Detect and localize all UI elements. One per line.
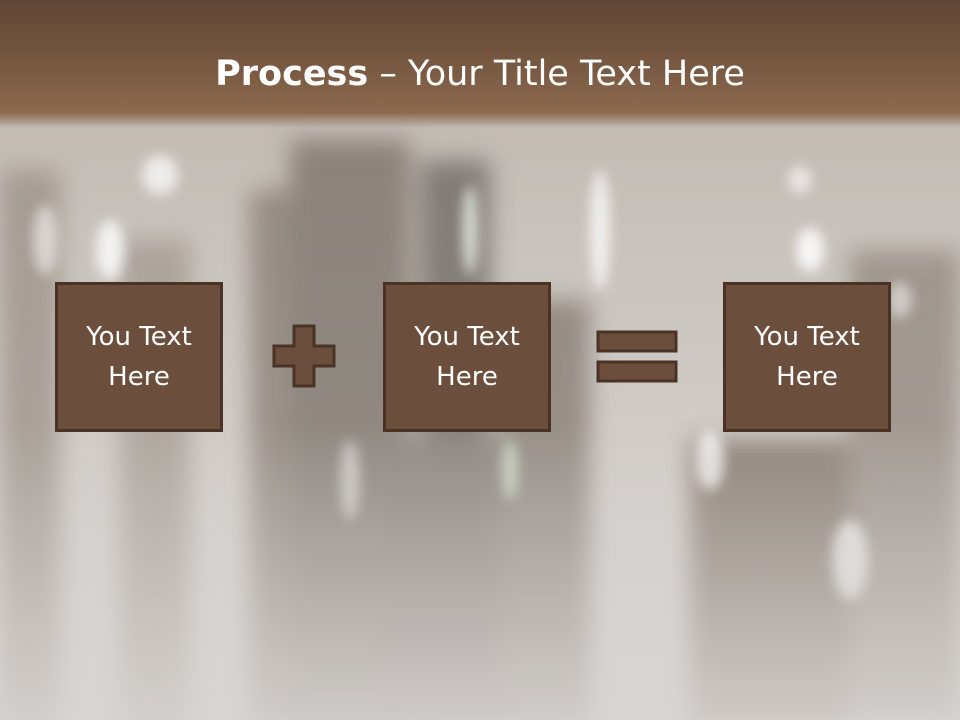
title-bar xyxy=(0,0,960,128)
box-text: You Text Here xyxy=(69,317,209,397)
title-text: Your Title Text Here xyxy=(407,54,745,94)
box-text: You Text Here xyxy=(397,317,537,397)
process-box-1: You Text Here xyxy=(55,282,223,432)
box-line-1: You Text xyxy=(86,322,192,352)
equals-icon xyxy=(596,330,678,383)
box-line-2: Here xyxy=(108,362,170,392)
process-box-3: You Text Here xyxy=(723,282,891,432)
slide-title: Process – Your Title Text Here xyxy=(0,52,960,96)
process-box-2: You Text Here xyxy=(383,282,551,432)
plus-icon xyxy=(272,324,336,388)
box-line-2: Here xyxy=(436,362,498,392)
box-line-1: You Text xyxy=(754,322,860,352)
box-line-2: Here xyxy=(776,362,838,392)
title-dash: – xyxy=(368,54,408,94)
box-text: You Text Here xyxy=(737,317,877,397)
box-line-1: You Text xyxy=(414,322,520,352)
title-bold-word: Process xyxy=(215,54,369,94)
